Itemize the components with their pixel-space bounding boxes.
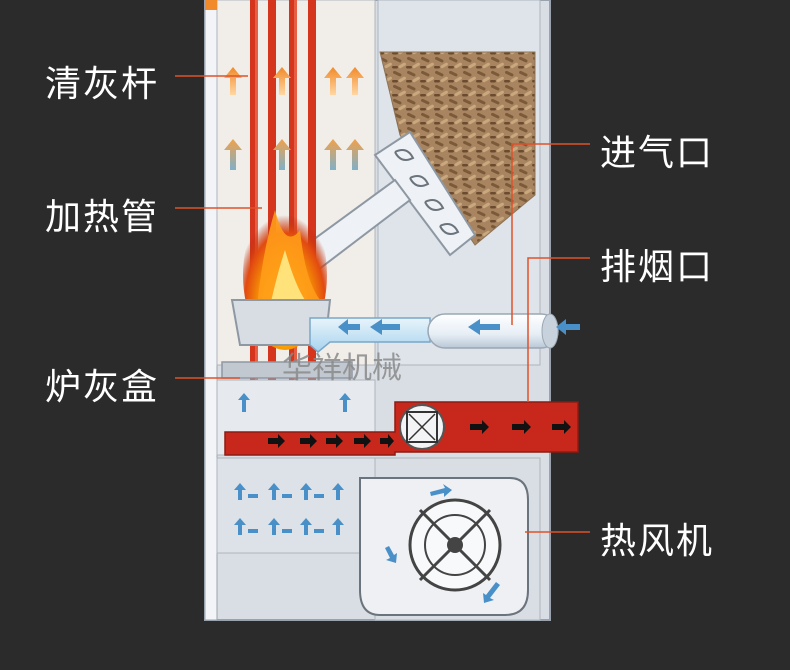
label-hot-air-fan: 热风机: [600, 521, 715, 562]
watermark: 华祥机械: [282, 351, 402, 386]
heat-arrows: [224, 67, 364, 170]
leader-lines: [175, 75, 590, 533]
label-exhaust-outlet: 排烟口: [600, 247, 715, 288]
top-marker: [205, 0, 217, 10]
label-heating-tube: 加热管: [45, 197, 160, 238]
leader-air-inlet: [511, 143, 590, 325]
exhaust-duct: [224, 401, 579, 456]
label-ash-box: 炉灰盒: [45, 367, 160, 408]
fan-chamber: [216, 457, 541, 621]
pellet-hopper: [379, 51, 536, 246]
label-air-inlet: 进气口: [600, 133, 715, 174]
air-duct: [309, 313, 580, 353]
ash-drawer: [221, 361, 353, 379]
leader-exhaust: [527, 257, 590, 402]
label-cleaning-rod: 清灰杆: [45, 64, 160, 105]
